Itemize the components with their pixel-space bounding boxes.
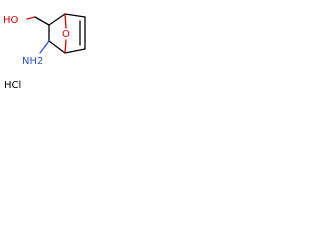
bond-c3-bridgehead-bottom bbox=[48, 40, 66, 54]
bond-alkene-bridgehead-bottom bbox=[64, 48, 86, 54]
amine-text: NH2 bbox=[22, 56, 43, 67]
bond-c3-n bbox=[39, 40, 50, 54]
bond-ch2-ch bbox=[34, 16, 50, 26]
hydroxyl-label: HO bbox=[3, 15, 19, 26]
bond-bridgehead-top-alkene bbox=[64, 13, 86, 18]
molecule-structure: HO O NH2 HCl bbox=[3, 13, 86, 91]
bond-o-ch2 bbox=[26, 16, 36, 20]
hydroxyl-text: HO bbox=[3, 15, 19, 26]
bond-c2-bridgehead-top bbox=[48, 13, 66, 26]
bond-bridge-o-top bbox=[64, 13, 67, 29]
hcl-label: HCl bbox=[4, 80, 21, 91]
amine-label: NH2 bbox=[22, 56, 43, 67]
bridge-oxygen-label: O bbox=[62, 29, 70, 40]
hcl-text: HCl bbox=[4, 80, 21, 91]
bridge-oxygen-text: O bbox=[62, 29, 70, 40]
bond-bridge-o-bottom bbox=[64, 39, 67, 54]
